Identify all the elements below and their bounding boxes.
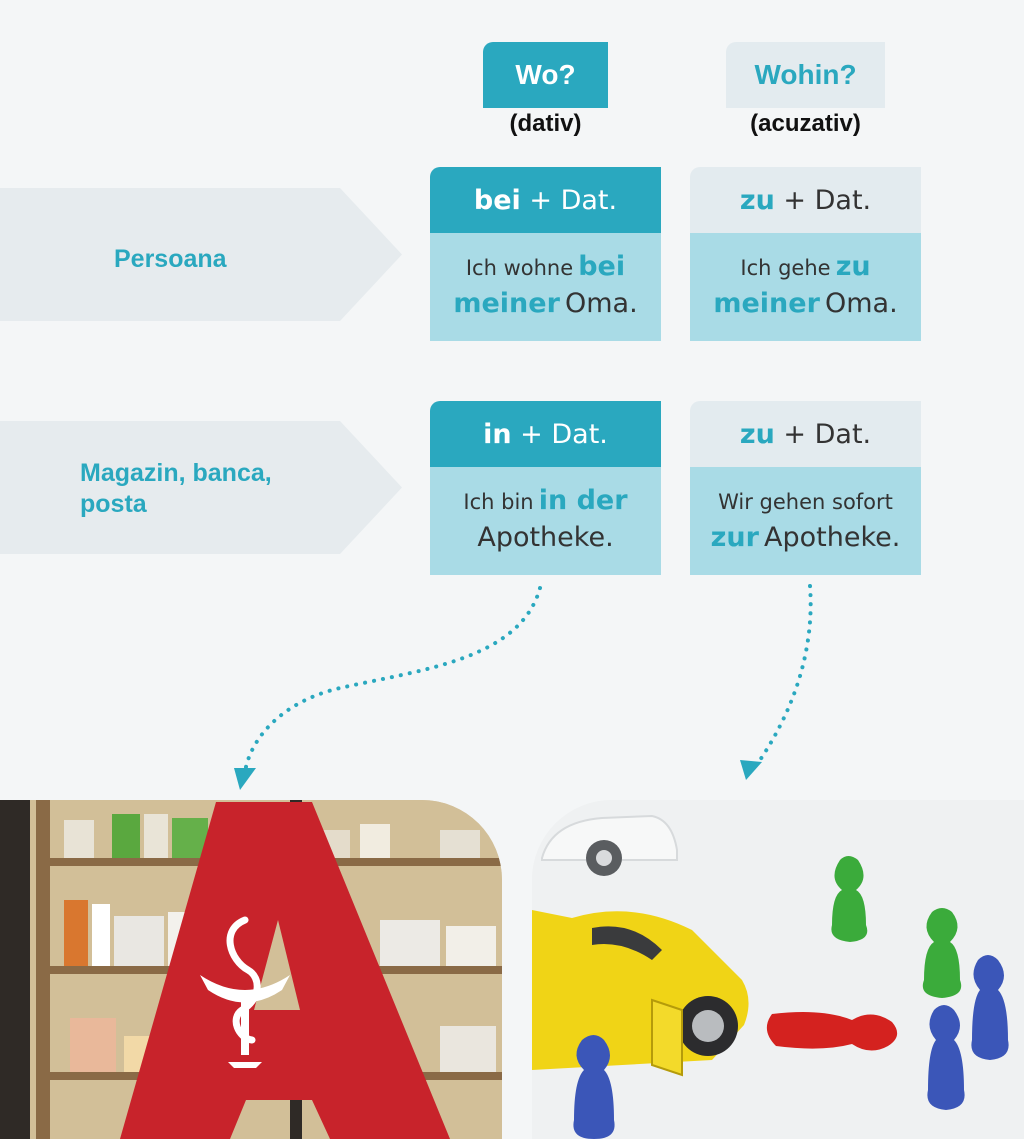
card-example: Ich gehe zu meiner Oma. bbox=[690, 233, 921, 341]
arrowhead-icon bbox=[234, 768, 256, 790]
example-highlight: zur bbox=[710, 521, 759, 553]
case-rule: + Dat. bbox=[529, 184, 618, 216]
example-highlight: bei bbox=[578, 251, 626, 282]
dotted-arrow-left bbox=[234, 586, 542, 790]
card-place-wohin: zu + Dat. Wir gehen sofort zur Apotheke. bbox=[690, 401, 921, 575]
yellow-car-icon bbox=[532, 910, 749, 1077]
pharmacy-photo bbox=[0, 800, 502, 1139]
card-head: in + Dat. bbox=[430, 401, 661, 467]
arrowhead-icon bbox=[740, 760, 762, 780]
case-label-acuzativ: (acuzativ) bbox=[750, 110, 861, 137]
game-piece-icon bbox=[922, 908, 962, 998]
example-text: Ich gehe bbox=[740, 256, 831, 280]
game-piece-icon bbox=[573, 1035, 615, 1139]
example-highlight: zu bbox=[835, 251, 871, 282]
card-place-wo: in + Dat. Ich bin in der Apotheke. bbox=[430, 401, 661, 575]
card-head: zu + Dat. bbox=[690, 167, 921, 233]
card-example: Ich wohne bei meiner Oma. bbox=[430, 233, 661, 341]
game-piece-icon bbox=[927, 1005, 965, 1110]
example-text: Apotheke. bbox=[477, 522, 614, 553]
example-text: Ich bin bbox=[463, 490, 534, 514]
dotted-arrow-right bbox=[740, 584, 813, 780]
example-highlight: in der bbox=[538, 485, 628, 516]
example-text: Ich wohne bbox=[465, 256, 574, 280]
row-label-places-line1: Magazin, banca, bbox=[80, 459, 272, 487]
card-example: Ich bin in der Apotheke. bbox=[430, 467, 661, 575]
preposition: zu bbox=[739, 418, 775, 450]
row-label-places-line2: posta bbox=[80, 490, 147, 518]
board-game-photo bbox=[532, 800, 1024, 1139]
column-header-wohin: Wohin? bbox=[726, 42, 885, 108]
card-person-wohin: zu + Dat. Ich gehe zu meiner Oma. bbox=[690, 167, 921, 341]
case-rule: + Dat. bbox=[783, 418, 872, 450]
game-piece-icon bbox=[831, 856, 868, 942]
card-head: bei + Dat. bbox=[430, 167, 661, 233]
white-car-icon bbox=[541, 814, 678, 876]
card-person-wo: bei + Dat. Ich wohne bei meiner Oma. bbox=[430, 167, 661, 341]
preposition: bei bbox=[473, 184, 521, 216]
pharmacy-sign-icon bbox=[120, 802, 450, 1139]
row-arrow-places bbox=[0, 421, 402, 554]
row-arrow-persoana bbox=[0, 188, 402, 321]
row-label-persoana: Persoana bbox=[114, 245, 227, 273]
case-label-dativ: (dativ) bbox=[509, 110, 582, 137]
example-text: Apotheke. bbox=[764, 521, 901, 553]
game-piece-icon bbox=[766, 1012, 898, 1051]
preposition: in bbox=[483, 418, 512, 450]
case-rule: + Dat. bbox=[783, 184, 872, 216]
dotted-arrows bbox=[234, 584, 813, 790]
preposition: zu bbox=[739, 184, 775, 216]
row-label-places: Magazin, banca, posta bbox=[80, 458, 272, 520]
game-piece-icon bbox=[971, 955, 1009, 1060]
card-head: zu + Dat. bbox=[690, 401, 921, 467]
example-text: Oma. bbox=[824, 288, 898, 319]
example-highlight: meiner bbox=[453, 288, 560, 319]
example-highlight: meiner bbox=[713, 288, 820, 319]
column-header-wo: Wo? bbox=[483, 42, 608, 108]
card-example: Wir gehen sofort zur Apotheke. bbox=[690, 467, 921, 575]
example-text: Wir gehen sofort bbox=[718, 489, 893, 514]
case-rule: + Dat. bbox=[520, 418, 608, 450]
example-text: Oma. bbox=[564, 288, 638, 319]
